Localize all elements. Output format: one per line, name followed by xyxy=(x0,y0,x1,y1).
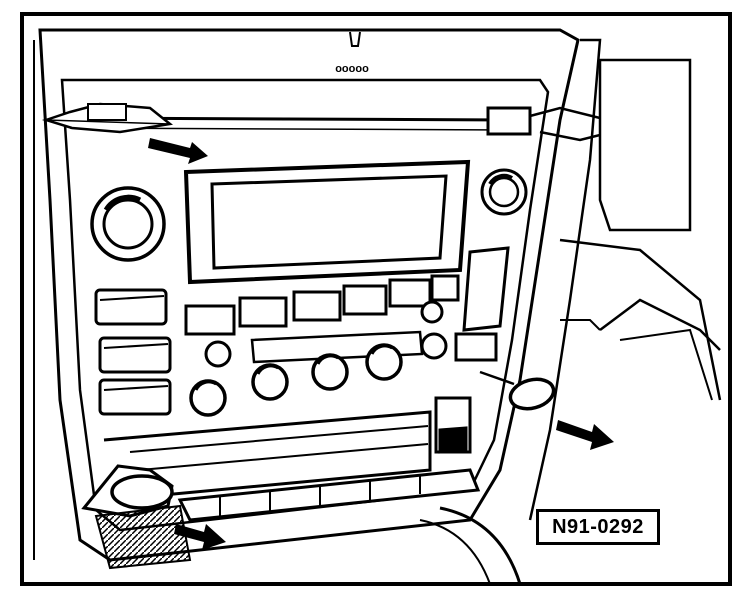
top-panel xyxy=(349,31,361,47)
lower-right-arrow-icon xyxy=(556,420,614,450)
lower-left-arrow-icon xyxy=(174,524,226,550)
right-release-clip xyxy=(486,106,615,142)
console-curve xyxy=(419,506,522,585)
dashboard-bezel xyxy=(33,28,602,562)
top-vent-slot xyxy=(349,31,361,47)
rotary-knob-icon xyxy=(90,186,166,262)
right-lower-release-clip xyxy=(479,370,556,411)
display-screen xyxy=(183,159,471,285)
left-switch-column xyxy=(94,288,172,416)
right-switch-column xyxy=(454,246,510,362)
figure-reference-label: N91-0292 xyxy=(536,509,660,545)
preset-button-row xyxy=(184,274,460,336)
left-release-clip xyxy=(41,102,173,134)
left-arrow-icon xyxy=(148,138,208,164)
lower-unit xyxy=(103,396,481,522)
knob-row xyxy=(189,343,403,417)
rotary-knob-icon xyxy=(480,168,528,216)
side-panel xyxy=(559,58,722,401)
panel-marking: ooooo xyxy=(335,63,369,75)
lower-left-release-clip xyxy=(81,464,192,570)
